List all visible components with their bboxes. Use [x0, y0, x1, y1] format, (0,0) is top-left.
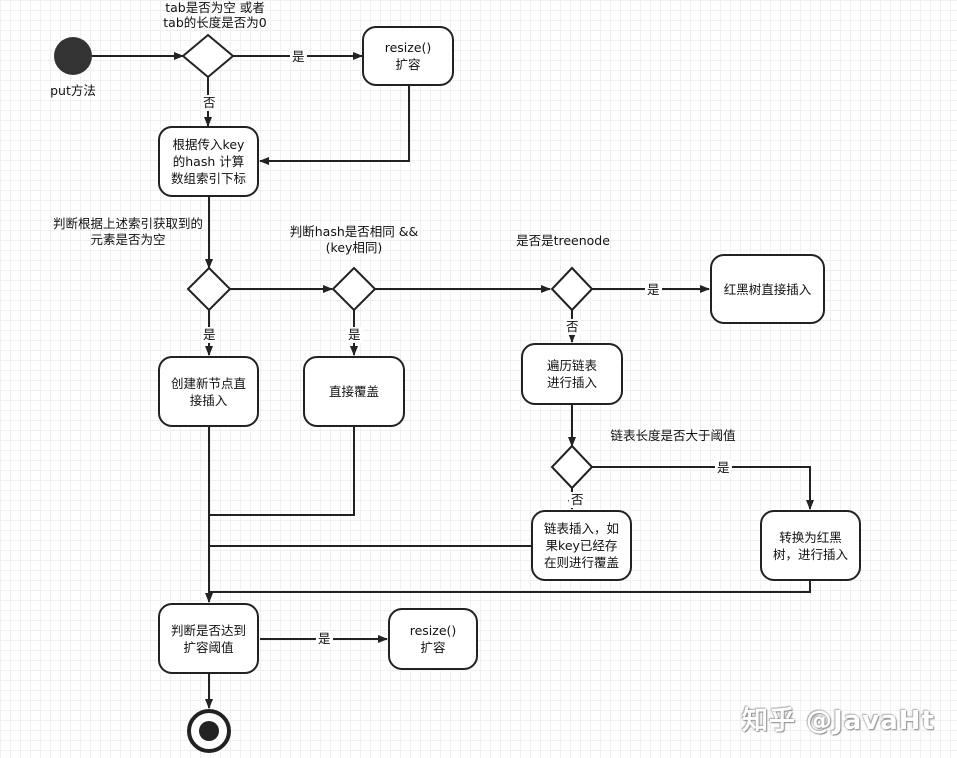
condition-index-empty-label: 判断根据上述索引获取到的 元素是否为空 — [52, 216, 203, 247]
node-traverse-list: 遍历链表 进行插入 — [521, 343, 623, 405]
condition-list-length-label: 链表长度是否大于阈值 — [610, 428, 736, 443]
edge-label-yes-len: 是 — [715, 460, 732, 476]
node-rbtree-insert: 红黑树直接插入 — [710, 254, 825, 324]
edge-label-yes-tree: 是 — [645, 282, 662, 298]
edge-len-yes — [592, 466, 814, 510]
edge-label-no-len: 否 — [569, 492, 586, 508]
edge-label-yes-index: 是 — [201, 327, 218, 343]
edge-label-no-tree: 否 — [564, 319, 581, 335]
node-check-threshold: 判断是否达到 扩容阈值 — [158, 603, 259, 674]
decision-list-length — [550, 444, 594, 490]
decision-tab-empty — [181, 33, 235, 79]
node-overwrite: 直接覆盖 — [303, 356, 405, 427]
watermark: 知乎 @JavaHt — [742, 706, 935, 736]
node-list-insert: 链表插入，如 果key已经存 在则进行覆盖 — [531, 510, 632, 581]
start-label: put方法 — [50, 83, 96, 98]
edge-label-yes-hash: 是 — [346, 327, 363, 343]
node-compute-index: 根据传入key 的hash 计算 数组索引下标 — [158, 126, 259, 197]
condition-tab-empty-label: tab是否为空 或者 tab的长度是否为0 — [163, 0, 267, 30]
edge-label-yes-threshold: 是 — [316, 631, 333, 647]
decision-index-empty — [186, 266, 232, 312]
decision-is-treenode — [550, 266, 594, 312]
start-node — [54, 37, 92, 75]
edge-resize-to-index — [259, 86, 410, 165]
node-resize-top: resize() 扩容 — [362, 26, 454, 86]
edge-label-no-tab: 否 — [201, 95, 218, 111]
end-node-inner — [199, 721, 219, 741]
node-to-rbtree: 转换为红黑 树，进行插入 — [760, 510, 861, 581]
condition-treenode-label: 是否是treenode — [516, 233, 610, 248]
edge-label-yes-tab: 是 — [290, 49, 307, 65]
edge-overwrite-join — [209, 427, 355, 516]
node-resize-bottom: resize() 扩容 — [388, 608, 478, 670]
edge-rbtree-join — [209, 581, 811, 593]
condition-hash-same-label: 判断hash是否相同 && (key相同) — [289, 224, 419, 255]
decision-hash-same — [331, 266, 377, 312]
node-create-insert: 创建新节点直 接插入 — [158, 356, 259, 427]
